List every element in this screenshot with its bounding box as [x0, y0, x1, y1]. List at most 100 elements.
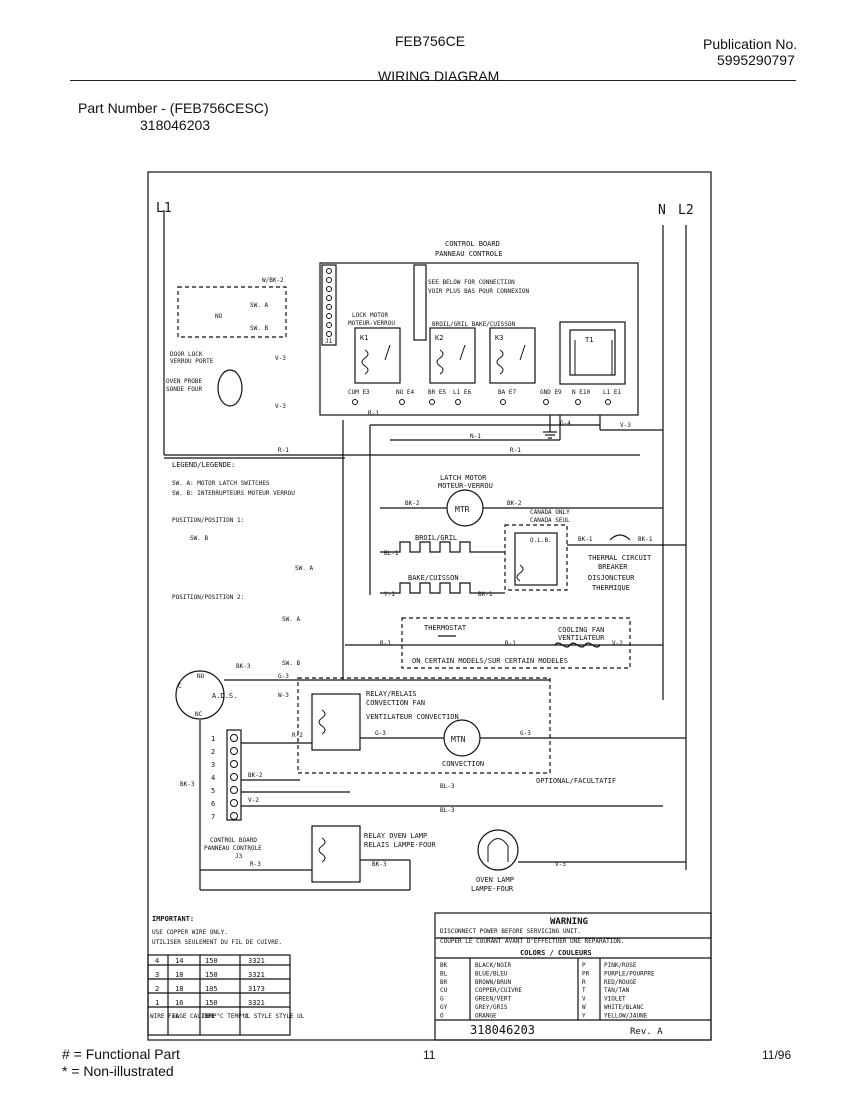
diagram-terminals-0: COM E3	[348, 389, 370, 396]
color-code: P	[582, 962, 586, 969]
important-col-headers-3: UL STYLE STYLE UL	[243, 1013, 305, 1020]
board-terminal	[352, 399, 358, 405]
color-code: G	[440, 996, 444, 1003]
color-name: PURPLE/POURPRE	[604, 970, 655, 977]
j1-pin	[326, 304, 332, 310]
j1-pin	[326, 295, 332, 301]
diagram-door-lock: DOOR LOCK	[170, 351, 203, 358]
color-name: BROWN/BRUN	[475, 979, 512, 986]
diagram-nc: NC	[195, 711, 203, 718]
wire-table-cell: 3173	[248, 985, 265, 993]
diagram-j3-pins-6: 7	[211, 813, 215, 821]
diagram-j3-pins-5: 6	[211, 800, 215, 808]
color-name: BLUE/BLEU	[475, 970, 508, 977]
publication-number: 5995290797	[717, 52, 795, 68]
wire-table-cell: 3321	[248, 971, 265, 979]
diagram-wire-v3: V-3	[555, 861, 566, 868]
diagram-terminals-5: GND E9	[540, 389, 562, 396]
board-terminal	[500, 399, 506, 405]
diagram-wire-v2: V-2	[248, 797, 259, 804]
j3-pin	[230, 773, 238, 781]
diagram-disjoncteur: DISJONCTEUR	[588, 574, 635, 582]
diagram-terminals-6: N E10	[572, 389, 590, 396]
diagram-lock-motor: LOCK MOTOR	[352, 312, 389, 319]
important-col-headers-2: TEMP°C TEMP°C	[202, 1013, 249, 1020]
board-terminal	[575, 399, 581, 405]
important-line1: USE COPPER WIRE ONLY.	[152, 929, 228, 936]
oven-lamp	[477, 829, 519, 871]
diagram-mtr: MTR	[455, 505, 470, 514]
diagram-legend-a: SW. A: MOTOR LATCH SWITCHES	[172, 480, 270, 487]
diagram-position1: POSITION/POSITION 1:	[172, 517, 244, 524]
diagram-see-below: SEE BELOW FOR CONNECTION	[428, 279, 515, 286]
diagram-wire-v3: V-3	[275, 355, 286, 362]
diagram-optional: OPTIONAL/FACULTATIF	[536, 777, 616, 785]
diagram-ventilateur: VENTILATEUR	[558, 634, 605, 642]
door-lock-switch-box	[177, 286, 287, 338]
diagram-wire-v3: V-3	[275, 403, 286, 410]
model-number: FEB756CE	[395, 33, 466, 49]
cooling-fan-box	[401, 617, 631, 669]
color-name: GREY/GRIS	[475, 1004, 508, 1011]
diagram-legend-b: SW. B: INTERRUPTEURS MOTEUR VERROU	[172, 490, 295, 497]
diagram-sw-a: SW. A	[282, 616, 300, 623]
diagram-control-board-j3: CONTROL BOARD	[210, 837, 257, 844]
important-col-headers-0: WIRE FIL	[150, 1013, 179, 1020]
color-name: YELLOW/JAUNE	[604, 1012, 648, 1019]
diagram-moteur-verrou2: MOTEUR-VERROU	[438, 482, 493, 490]
l2-label: L2	[678, 203, 694, 218]
diagram-j3-pins-3: 4	[211, 774, 215, 782]
diagram-wire-bk3: BK-3	[180, 781, 195, 788]
l1-label: L1	[156, 201, 172, 216]
color-code: CU	[440, 987, 448, 994]
diagram-voir-plus-bas: VOIR PLUS BAS POUR CONNEXION	[428, 288, 530, 295]
diagram-wire-w3: W-3	[278, 692, 289, 699]
warning-rev: Rev. A	[630, 1027, 663, 1037]
date: 11/96	[762, 1048, 792, 1062]
diagram-terminals-3: L1 E6	[453, 389, 471, 396]
diagram-j3-pins-4: 5	[211, 787, 215, 795]
diagram-wire-r1: R-1	[368, 410, 379, 417]
bake-element	[380, 582, 505, 594]
diagram-wire-bk3: BK-3	[236, 663, 251, 670]
warning-line2: COUPER LE COURANT AVANT D'EFFECTUER UNE …	[440, 938, 624, 945]
diagram-wire-bk2: BK-2	[507, 500, 522, 507]
diagram-wire-bl3: BL-3	[440, 807, 455, 814]
j1-connector	[321, 264, 337, 346]
diagram-sw-a: SW. A	[295, 565, 313, 572]
warning-line1: DISCONNECT POWER BEFORE SERVICING UNIT.	[440, 928, 581, 935]
color-name: VIOLET	[604, 996, 626, 1003]
important-title: IMPORTANT:	[152, 915, 194, 923]
diagram-wire-bk2: BK-2	[405, 500, 420, 507]
diagram-mtn: MTN	[451, 735, 466, 744]
diagram-sw-a: SW. A	[250, 302, 268, 309]
diagram-wire-bk1: BK-1	[478, 591, 493, 598]
diagram-wire-g3: G-3	[278, 673, 289, 680]
wire-table-cell: 3321	[248, 999, 265, 1007]
wire-table-cell: 105	[205, 985, 218, 993]
diagram-wire-r1: R-1	[380, 640, 391, 647]
diagram-wire-r3: R-3	[250, 861, 261, 868]
diagram-wire-r1: R-1	[278, 447, 289, 454]
diagram-broil-bake: BROIL/GRIL BAKE/CUISSON	[432, 321, 515, 328]
wire-table-cell: 150	[205, 957, 218, 965]
diagram-wire-bk2: BK-2	[248, 772, 263, 779]
cooling-fan-motor	[554, 642, 601, 648]
color-name: ORANGE	[475, 1012, 497, 1019]
diagram-terminals-2: BR E5	[428, 389, 446, 396]
diagram-breaker: BREAKER	[598, 563, 628, 571]
board-terminal	[399, 399, 405, 405]
diagram-sw-b: SW. B	[282, 660, 300, 667]
broil-element	[380, 541, 505, 553]
diagram-c: C	[178, 683, 182, 690]
diagram-wire-r1: R-1	[510, 447, 521, 454]
olb-box	[504, 524, 568, 591]
board-terminal	[455, 399, 461, 405]
diagram-thermique: THERMIQUE	[592, 584, 630, 592]
diagram-wire-y1: Y-1	[384, 591, 395, 598]
color-code: GY	[440, 1004, 448, 1011]
diagram-j3-pins-1: 2	[211, 748, 215, 756]
diagram-wire-v2: V-2	[612, 640, 623, 647]
part-number-label: Part Number - (FEB756CESC)	[78, 100, 269, 116]
